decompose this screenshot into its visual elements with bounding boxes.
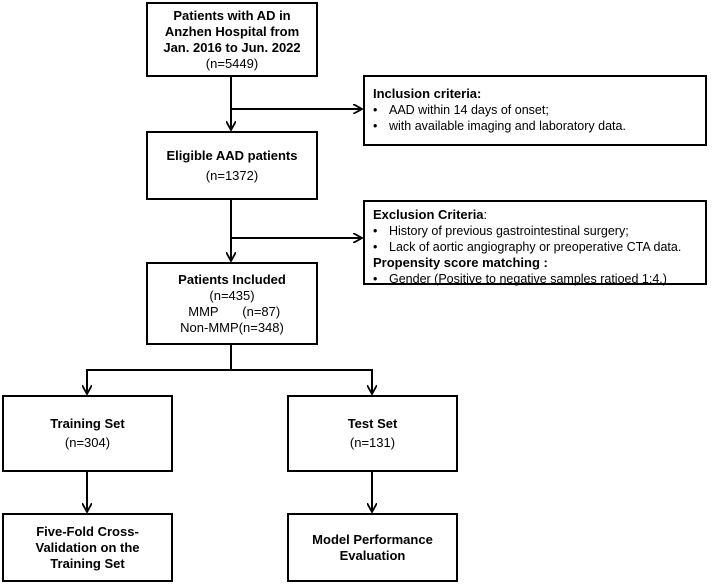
exclusion-criteria-box: Exclusion Criteria: • History of previou… — [363, 200, 707, 287]
patients-ad-box: Patients with AD in Anzhen Hospital from… — [146, 2, 318, 77]
patients-included-box: Patients Included (n=435) MMP (n=87) Non… — [146, 262, 318, 345]
bullet-icon: • — [373, 240, 378, 254]
crossval-line3: Training Set — [50, 555, 125, 571]
inclusion-item-text: with available imaging and laboratory da… — [389, 119, 626, 133]
exclusion-title-suffix: : — [483, 207, 488, 222]
training-set-box: Training Set (n=304) — [2, 395, 173, 472]
eligible-title: Eligible AAD patients — [166, 147, 298, 163]
evaluation-line1: Model Performance — [312, 531, 433, 547]
mmp-label: MMP — [188, 303, 219, 319]
exclusion-item: • Lack of aortic angiography or preopera… — [373, 239, 705, 255]
exclusion-item: • History of previous gastrointestinal s… — [373, 223, 705, 239]
inclusion-item-text: AAD within 14 days of onset; — [389, 103, 549, 117]
inclusion-criteria-box: Inclusion criteria: • AAD within 14 days… — [363, 75, 707, 146]
patients-ad-line1: Patients with AD in — [173, 7, 291, 23]
included-breakdown: MMP (n=87) Non-MMP (n=348) — [180, 304, 284, 336]
exclusion-title-text: Exclusion Criteria — [373, 207, 484, 222]
exclusion-title: Exclusion Criteria: — [373, 207, 705, 223]
patients-ad-count: (n=5449) — [205, 55, 259, 71]
nonmmp-label: Non-MMP — [180, 319, 239, 335]
eligible-box: Eligible AAD patients (n=1372) — [146, 131, 318, 200]
training-title: Training Set — [50, 416, 125, 431]
nonmmp-count: (n=348) — [238, 319, 284, 335]
psm-item-text: Gender (Positive to negative samples rat… — [389, 272, 667, 286]
psm-title: Propensity score matching : — [373, 255, 548, 270]
bullet-icon: • — [373, 103, 378, 117]
test-set-box: Test Set (n=131) — [287, 395, 458, 472]
bullet-icon: • — [373, 224, 378, 238]
model-evaluation-box: Model Performance Evaluation — [287, 513, 458, 582]
eligible-count: (n=1372) — [205, 167, 259, 183]
bullet-icon: • — [373, 119, 378, 133]
cross-validation-box: Five-Fold Cross- Validation on the Train… — [2, 513, 173, 582]
test-title: Test Set — [347, 416, 398, 431]
crossval-line2: Validation on the — [35, 539, 140, 555]
exclusion-item-text: Lack of aortic angiography or preoperati… — [389, 240, 682, 254]
inclusion-item: • AAD within 14 days of onset; — [373, 102, 705, 118]
included-count: (n=435) — [209, 287, 255, 303]
patients-ad-line2: Anzhen Hospital from — [164, 23, 300, 39]
patients-ad-line3: Jan. 2016 to Jun. 2022 — [163, 39, 301, 55]
inclusion-item: • with available imaging and laboratory … — [373, 118, 705, 134]
bullet-icon: • — [373, 272, 378, 286]
mmp-count: (n=87) — [242, 303, 281, 319]
test-count: (n=131) — [349, 435, 396, 450]
inclusion-title: Inclusion criteria: — [373, 86, 482, 101]
evaluation-line2: Evaluation — [339, 547, 406, 563]
exclusion-item-text: History of previous gastrointestinal sur… — [389, 224, 629, 238]
training-count: (n=304) — [64, 435, 111, 450]
crossval-line1: Five-Fold Cross- — [36, 523, 139, 539]
included-title: Patients Included — [178, 271, 286, 287]
psm-item: • Gender (Positive to negative samples r… — [373, 271, 705, 287]
